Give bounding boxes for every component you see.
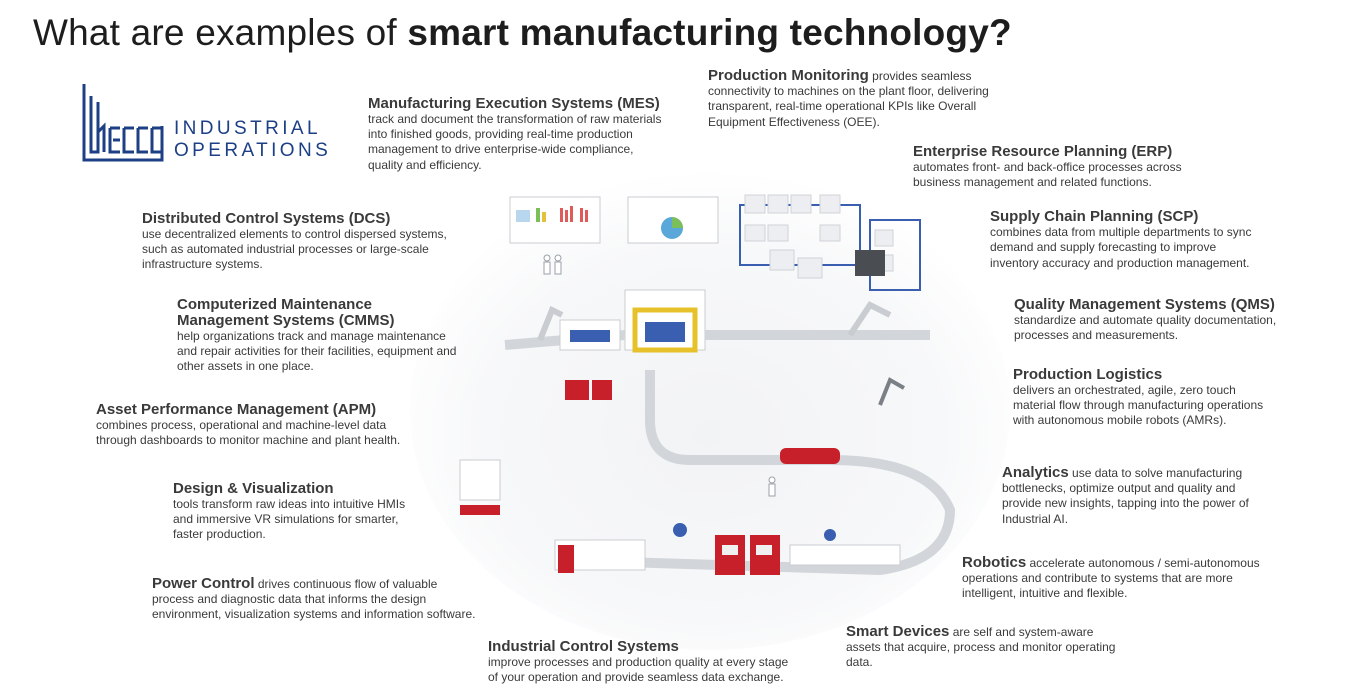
yellow-press-machine <box>624 289 706 353</box>
erp-body: automates front- and back-office process… <box>913 160 1182 190</box>
dashboard-screen-left <box>509 196 601 244</box>
ics-body: improve processes and production quality… <box>488 655 789 685</box>
scp-heading: Supply Chain Planning (SCP) <box>990 208 1199 225</box>
page-title: What are examples of smart manufacturing… <box>33 12 1012 54</box>
mes-body: track and document the transformation of… <box>368 112 662 172</box>
robot-cell-left <box>537 305 621 351</box>
red-machine-small <box>565 380 612 400</box>
title-prefix: What are examples of <box>33 12 408 53</box>
design-heading: Design & Visualization <box>173 480 334 497</box>
item-scp: Supply Chain Planning (SCP) combines dat… <box>990 209 1252 271</box>
red-car-body <box>780 448 840 464</box>
item-apm: Asset Performance Management (APM) combi… <box>96 402 406 448</box>
item-power-control: Power Control drives continuous flow of … <box>152 576 482 623</box>
cmms-body: help organizations track and manage main… <box>177 329 457 374</box>
prodmon-heading: Production Monitoring <box>708 67 869 84</box>
factory-floor <box>410 170 1010 650</box>
power-heading: Power Control <box>152 575 255 592</box>
qms-heading: Quality Management Systems (QMS) <box>1014 296 1275 313</box>
item-production-logistics: Production Logistics delivers an orchest… <box>1013 367 1278 429</box>
design-body: tools transform raw ideas into intuitive… <box>173 497 406 542</box>
robot-arm-right <box>847 301 905 406</box>
analytics-heading: Analytics <box>1002 464 1069 481</box>
worker-figures <box>543 254 776 497</box>
box-stack <box>459 459 501 515</box>
qms-body: standardize and automate quality documen… <box>1014 313 1277 343</box>
item-production-monitoring: Production Monitoring provides seamless … <box>708 68 1000 130</box>
ics-heading: Industrial Control Systems <box>488 638 679 655</box>
dashboard-screen-right <box>627 196 719 244</box>
logo-mark-icon <box>82 84 164 162</box>
logo-line1: INDUSTRIAL <box>174 118 321 139</box>
mes-heading: Manufacturing Execution Systems (MES) <box>368 95 660 112</box>
item-analytics: Analytics use data to solve manufacturin… <box>1002 465 1264 527</box>
logistics-heading: Production Logistics <box>1013 366 1163 383</box>
industrial-operations-logo: INDUSTRIAL OPERATIONS <box>82 82 328 164</box>
apm-heading: Asset Performance Management (APM) <box>96 401 377 418</box>
item-cmms: Computerized Maintenance Management Syst… <box>177 297 459 375</box>
dcs-heading: Distributed Control Systems (DCS) <box>142 210 391 227</box>
smart-body: are self and system-aware assets that ac… <box>846 625 1116 670</box>
title-bold: smart manufacturing technology? <box>407 12 1012 53</box>
dcs-body: use decentralized elements to control di… <box>142 227 447 272</box>
cmms-heading: Computerized Maintenance Management Syst… <box>177 296 395 329</box>
item-design-visualization: Design & Visualization tools transform r… <box>173 481 418 543</box>
item-industrial-control-systems: Industrial Control Systems improve proce… <box>488 639 793 685</box>
item-smart-devices: Smart Devices are self and system-aware … <box>846 624 1131 671</box>
logo-line2: OPERATIONS <box>174 140 332 161</box>
item-qms: Quality Management Systems (QMS) standar… <box>1014 297 1289 343</box>
robotics-body: accelerate autonomous / semi-autonomous … <box>962 556 1260 601</box>
assembly-line-bottom <box>554 523 901 575</box>
analytics-body: use data to solve manufacturing bottlene… <box>1002 466 1249 526</box>
item-robotics: Robotics accelerate autonomous / semi-au… <box>962 555 1262 602</box>
prodmon-body: provides seamless connectivity to machin… <box>708 69 989 129</box>
item-mes: Manufacturing Execution Systems (MES) tr… <box>368 96 668 173</box>
erp-heading: Enterprise Resource Planning (ERP) <box>913 143 1173 160</box>
smart-heading: Smart Devices <box>846 623 950 640</box>
warehouse-racks <box>739 194 921 291</box>
apm-body: combines process, operational and machin… <box>96 418 401 448</box>
logistics-body: delivers an orchestrated, agile, zero to… <box>1013 383 1264 428</box>
robotics-heading: Robotics <box>962 554 1027 571</box>
item-erp: Enterprise Resource Planning (ERP) autom… <box>913 144 1193 190</box>
scp-body: combines data from multiple departments … <box>990 225 1252 270</box>
item-dcs: Distributed Control Systems (DCS) use de… <box>142 211 452 273</box>
power-body: drives continuous flow of valuable proce… <box>152 577 476 622</box>
factory-illustration <box>410 170 1010 650</box>
